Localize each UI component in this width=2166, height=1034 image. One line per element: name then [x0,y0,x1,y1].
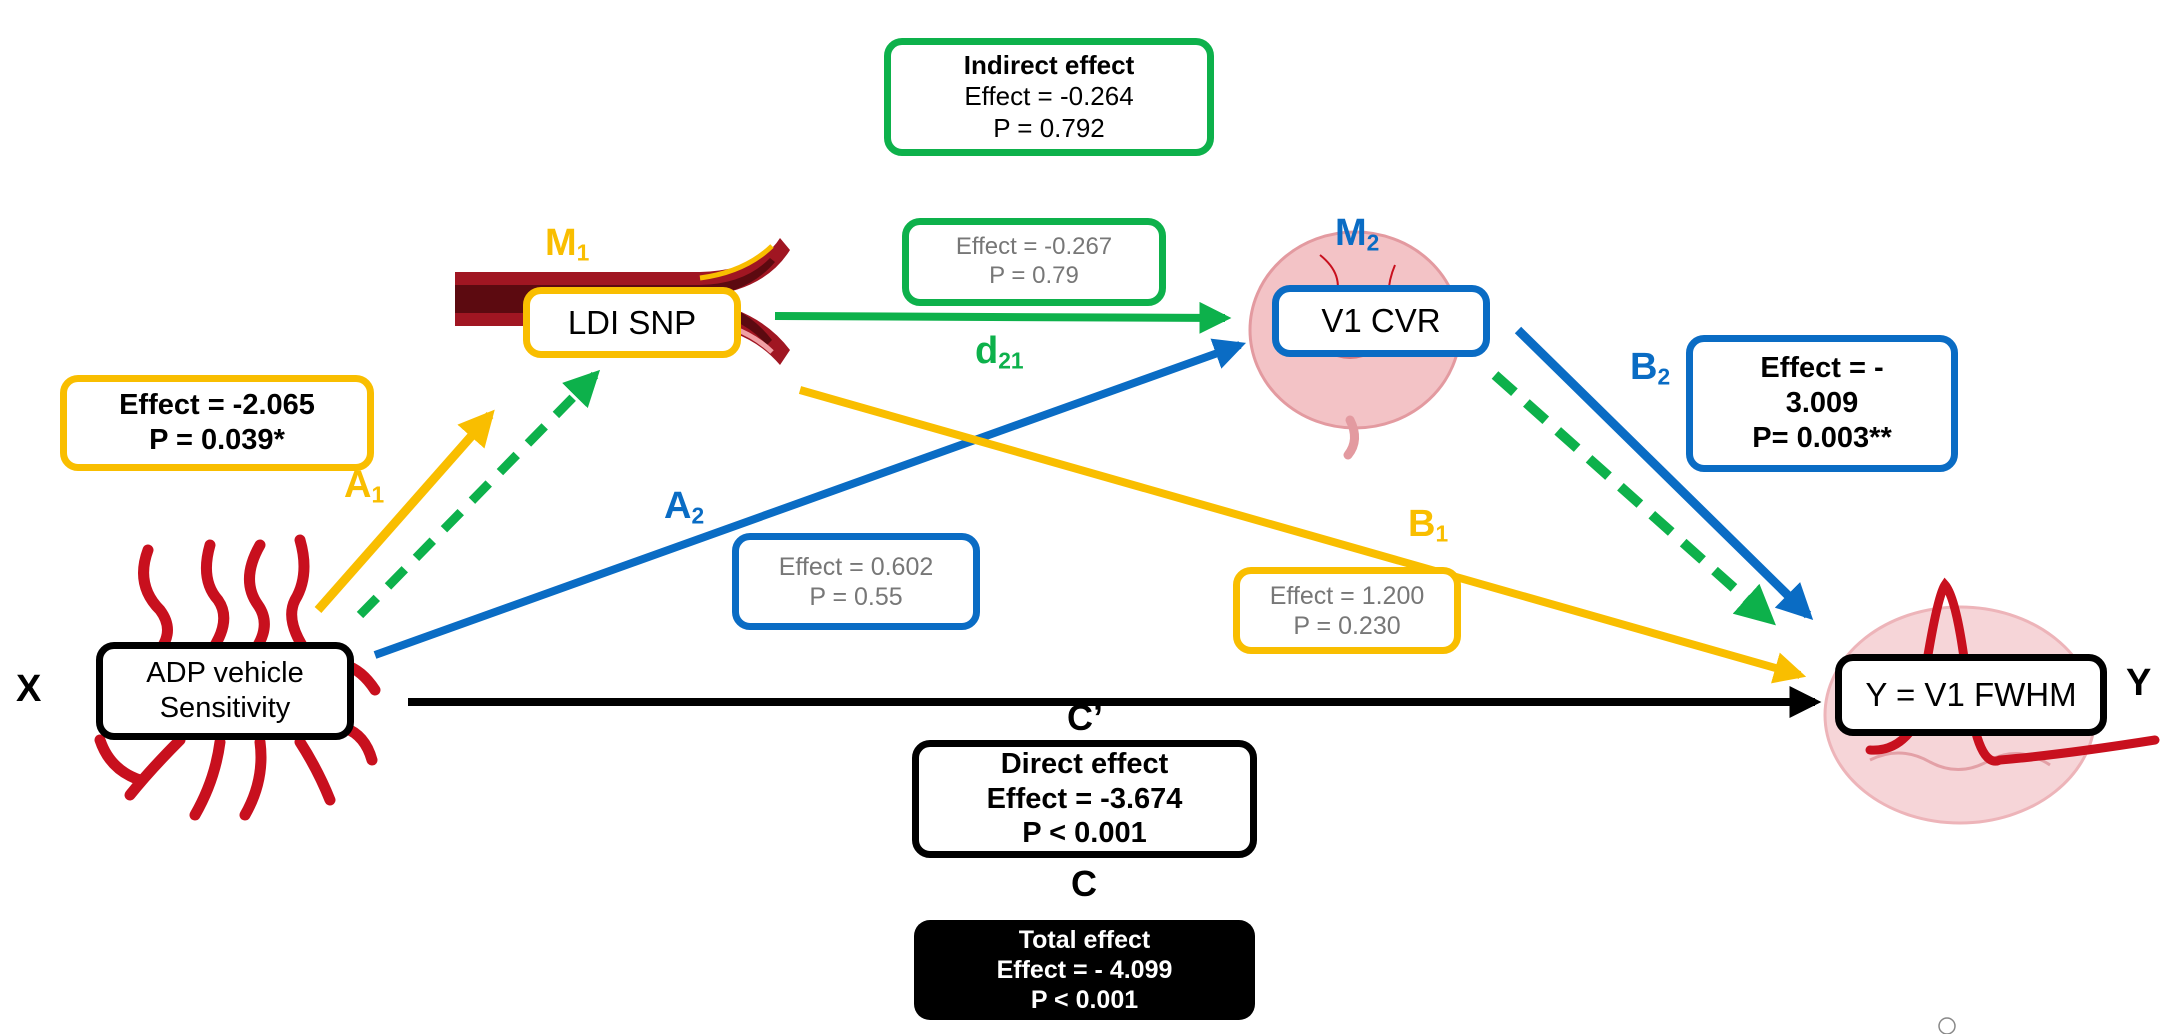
m1-tag: M1 [545,222,590,266]
d21-effect-box: Effect = -0.267 P = 0.79 [902,218,1166,306]
node-x: ADP vehicle Sensitivity [96,642,354,740]
indirect-effect-box: Indirect effect Effect = -0.264 P = 0.79… [884,38,1214,156]
b1-effect-p: P = 0.230 [1293,611,1401,640]
a1-effect-p: P = 0.039* [149,424,285,456]
b2-effect-line1: Effect = - [1760,352,1884,385]
b1-effect-box: Effect = 1.200 P = 0.230 [1233,567,1461,654]
b2-effect-box: Effect = - 3.009 P= 0.003** [1686,335,1958,472]
d21-effect-p: P = 0.79 [989,262,1079,289]
path-a1-label: A1 [344,464,385,508]
path-a1-arrow [314,409,495,613]
b1-effect-value: Effect = 1.200 [1269,581,1425,610]
arrows [314,301,1822,718]
node-m2: V1 CVR [1272,285,1490,357]
direct-effect-box: Direct effect Effect = -3.674 P < 0.001 [912,740,1257,858]
node-y: Y = V1 FWHM [1835,654,2107,736]
total-effect-value: Effect = - 4.099 [996,956,1173,984]
total-effect-p: P < 0.001 [1030,986,1139,1014]
indirect-effect-value: Effect = -0.264 [964,81,1134,112]
x-side-label: X [16,668,42,710]
node-x-line1: ADP vehicle [146,657,304,690]
node-m1-label: LDI SNP [567,303,697,341]
path-b2-arrow [1514,326,1814,621]
node-y-label: Y = V1 FWHM [1865,676,2077,714]
path-c-prime-label: C’ [1067,697,1103,738]
indirect-effect-p: P = 0.792 [993,112,1105,143]
indirect-path-m2-y-arrow [1491,371,1776,626]
path-a2-label: A2 [664,485,705,529]
a2-effect-value: Effect = 0.602 [778,552,934,581]
b2-effect-p: P= 0.003** [1752,421,1892,454]
indirect-effect-title: Indirect effect [963,50,1135,81]
m2-tag: M2 [1335,212,1380,256]
path-b1-arrow [798,386,1807,684]
node-x-line2: Sensitivity [159,692,291,724]
total-effect-box: Total effect Effect = - 4.099 P < 0.001 [914,920,1255,1020]
direct-effect-p: P < 0.001 [1022,817,1147,850]
node-m2-label: V1 CVR [1321,302,1441,340]
total-effect-title: Total effect [1018,926,1151,954]
path-b2-label: B2 [1630,346,1671,390]
path-d21-arrow [774,301,1232,334]
y-side-label: Y [2126,662,2152,704]
a1-effect-box: Effect = -2.065 P = 0.039* [60,375,374,471]
indirect-path-x-m1-arrow [356,369,601,619]
path-c-label: C [1071,863,1097,904]
direct-effect-value: Effect = -3.674 [986,782,1183,815]
path-b1-label: B1 [1408,503,1449,547]
a2-effect-p: P = 0.55 [809,582,903,611]
path-a2-arrow [373,338,1247,659]
b2-effect-line2: 3.009 [1785,387,1859,420]
a1-effect-value: Effect = -2.065 [119,389,315,422]
d21-effect-value: Effect = -0.267 [955,233,1113,261]
direct-effect-title: Direct effect [1000,747,1169,780]
reload-icon [1938,1017,1956,1034]
a2-effect-box: Effect = 0.602 P = 0.55 [732,533,980,630]
path-d21-label: d21 [975,330,1024,374]
node-m1: LDI SNP [523,287,741,358]
